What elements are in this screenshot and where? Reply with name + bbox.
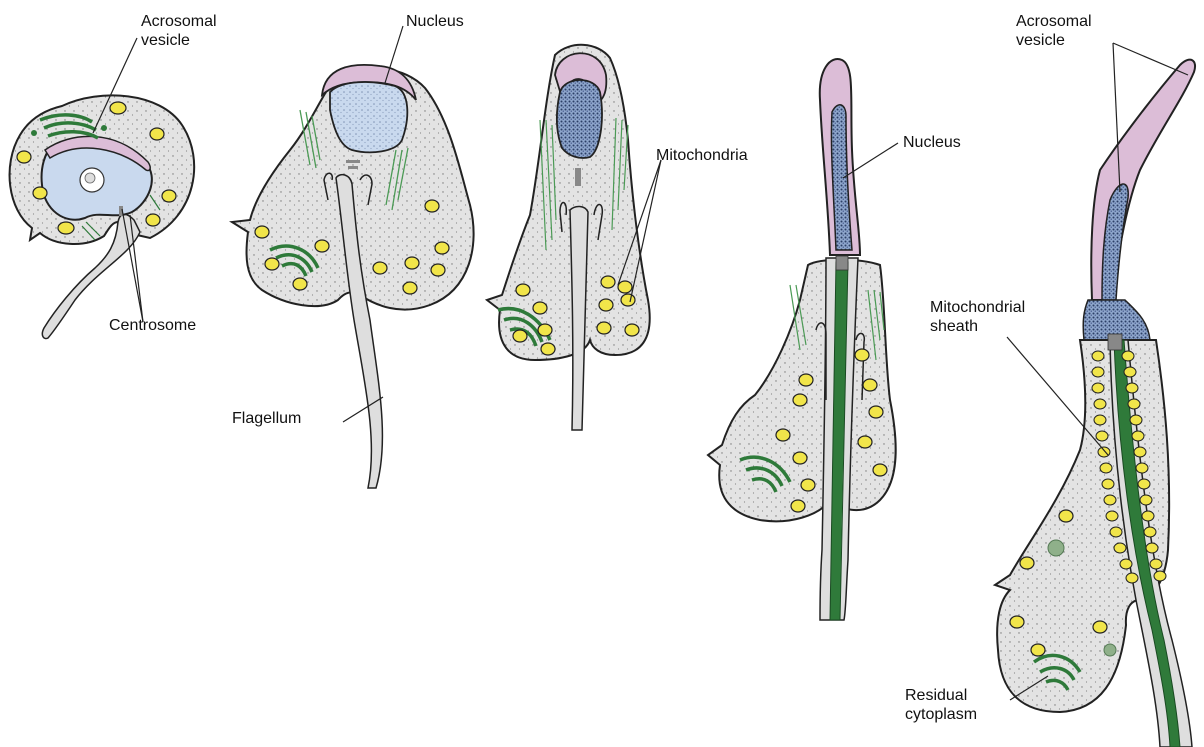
acrosomal-vesicle-label-2-line2: vesicle [1016,31,1092,50]
acrosomal-vesicle-label-2-line1: Acrosomal [1016,12,1092,31]
mitochondrial-sheath-label-line2: sheath [930,317,1025,336]
stage-3-spermatid [487,45,650,430]
residual-cytoplasm-label: Residual cytoplasm [905,686,977,724]
centrosome-label: Centrosome [109,316,196,335]
nucleus-label-1: Nucleus [406,12,464,31]
acrosomal-vesicle-label-1-line2: vesicle [141,31,217,50]
residual-cytoplasm-label-line1: Residual [905,686,977,705]
acrosomal-vesicle-label-2: Acrosomal vesicle [1016,12,1092,50]
residual-cytoplasm-label-line2: cytoplasm [905,705,977,724]
flagellum-label: Flagellum [232,409,301,428]
stage-1-round-spermatid [10,95,195,338]
mitochondrial-sheath-label-line1: Mitochondrial [930,298,1025,317]
stage-5-late-spermatid [995,60,1195,747]
nucleus-label-2: Nucleus [903,133,961,152]
mitochondrial-sheath-label: Mitochondrial sheath [930,298,1025,336]
acrosomal-vesicle-label-1-line1: Acrosomal [141,12,217,31]
stage-4-spermatid [708,59,896,620]
mitochondria-label: Mitochondria [656,146,748,165]
acrosomal-vesicle-label-1: Acrosomal vesicle [141,12,217,50]
